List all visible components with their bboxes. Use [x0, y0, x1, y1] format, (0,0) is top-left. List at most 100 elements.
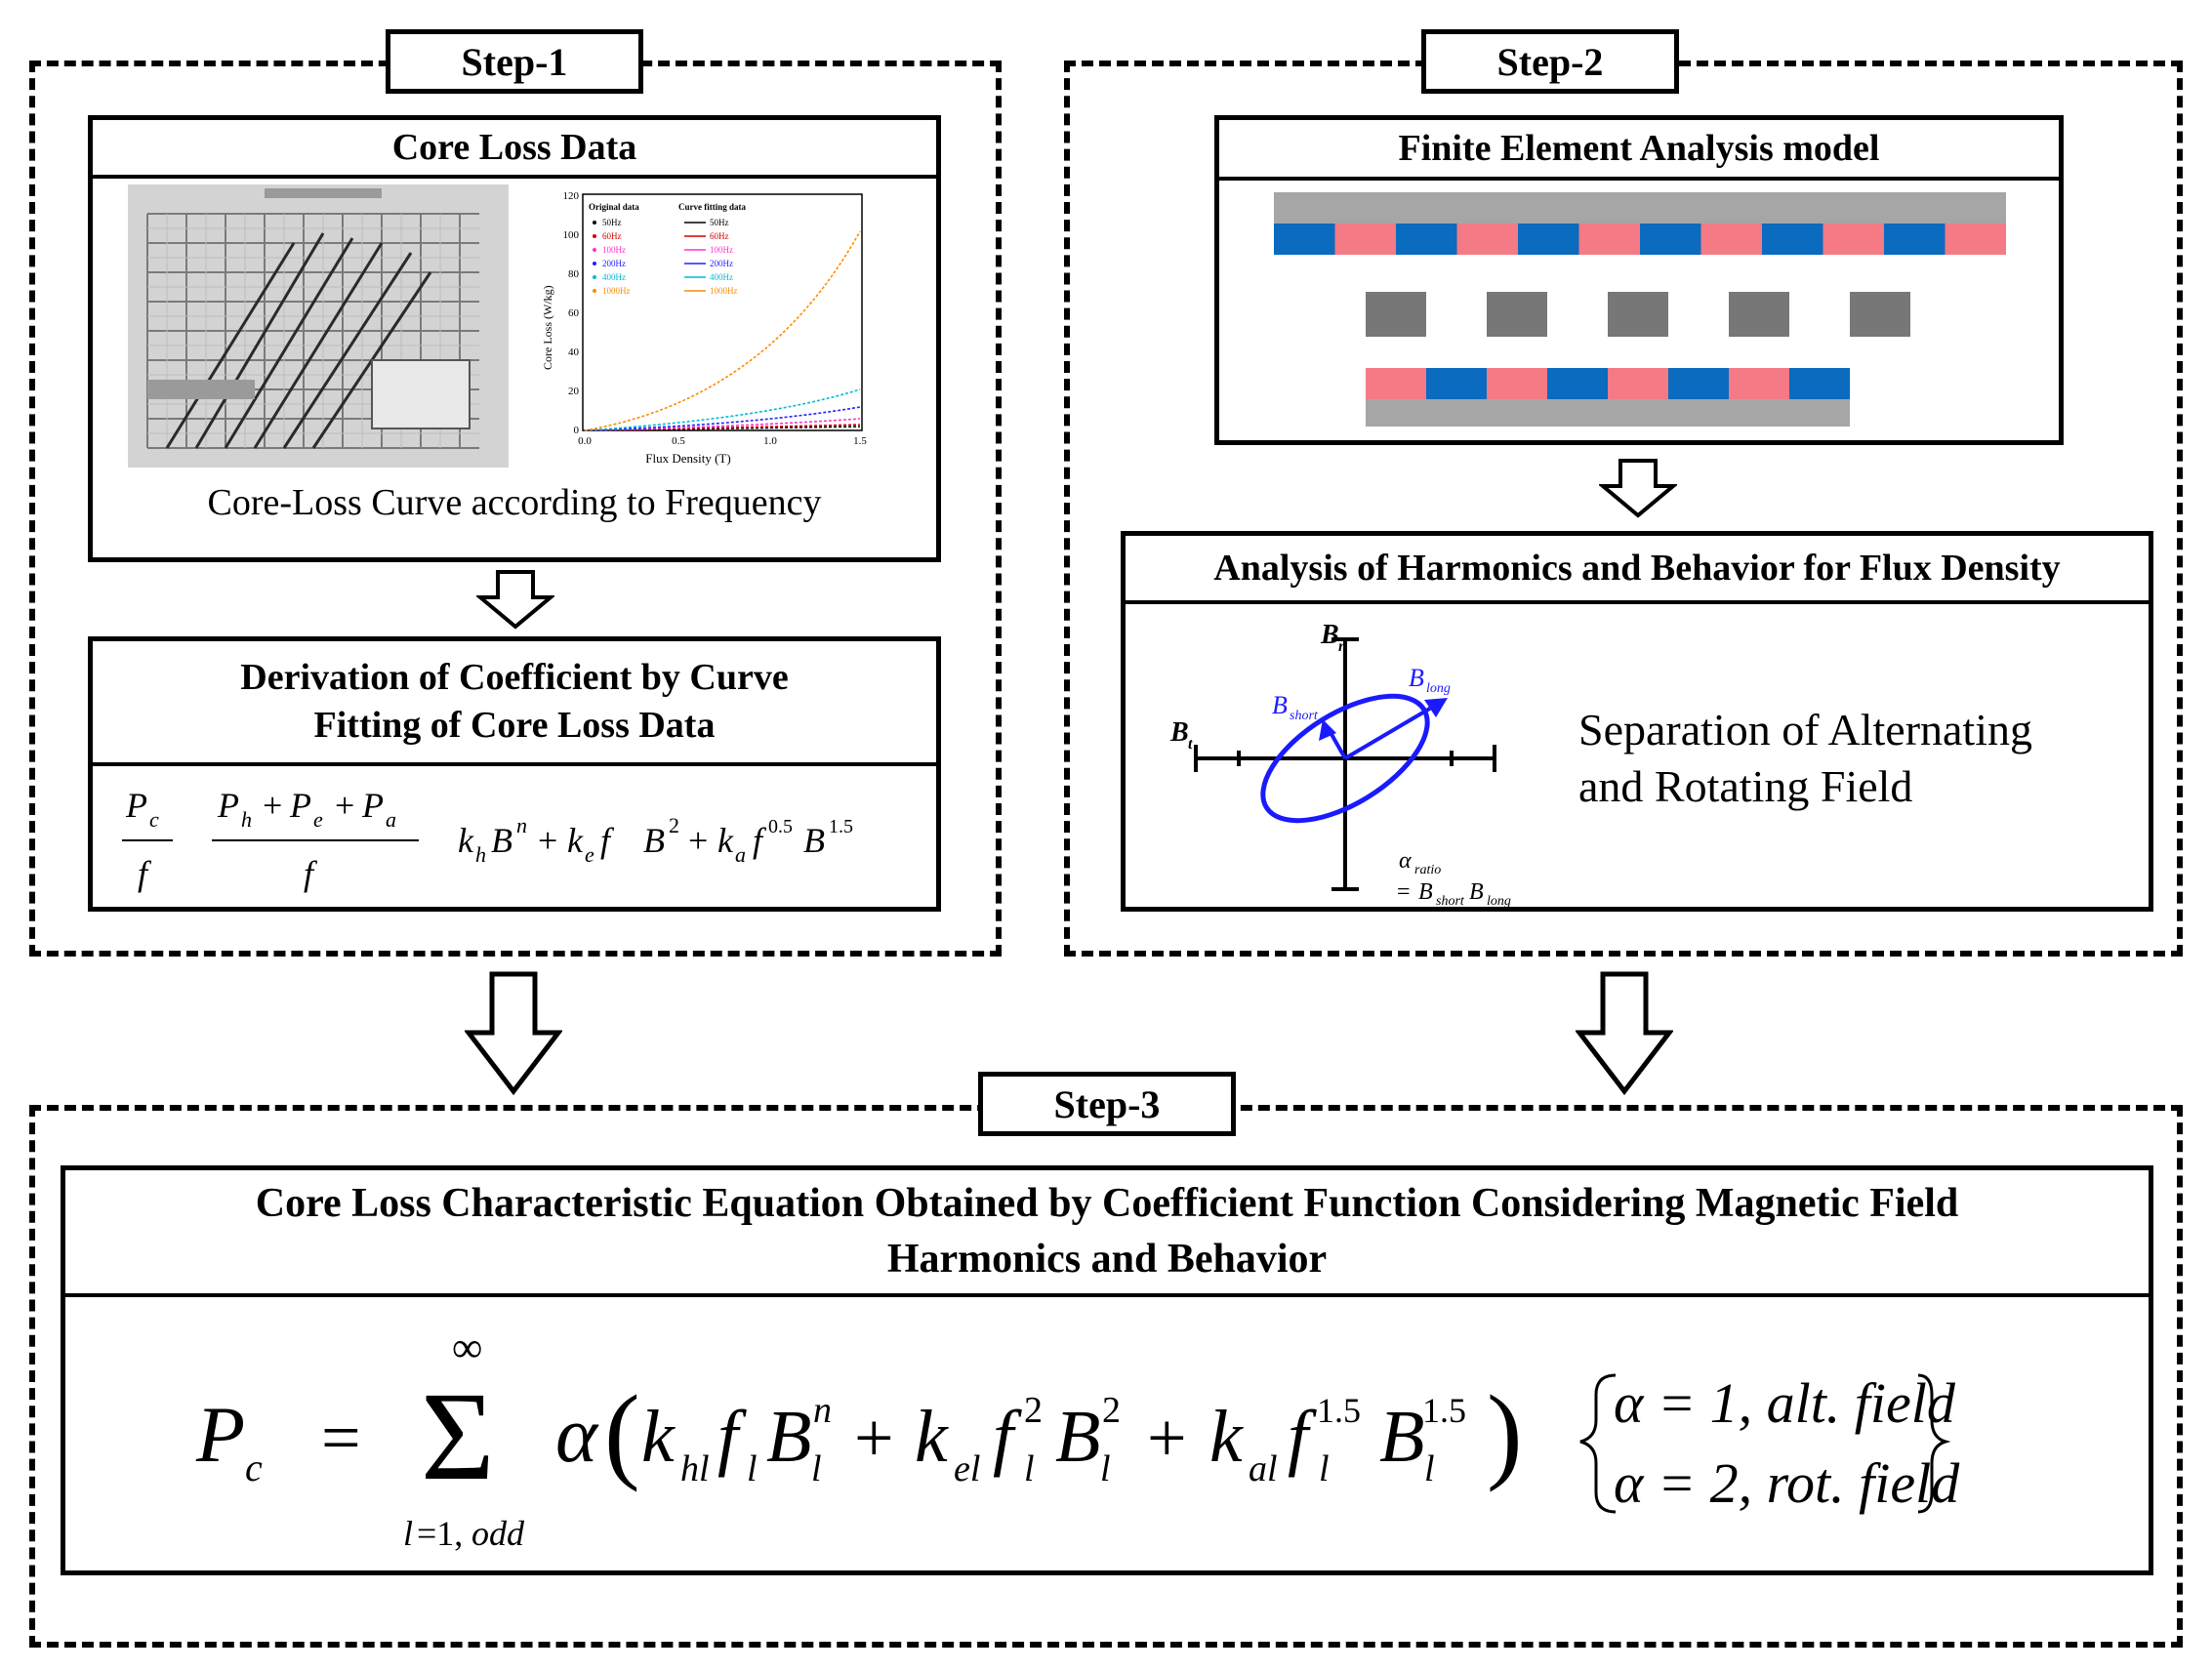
harmonics-box: Analysis of Harmonics and Behavior for F… — [1121, 531, 2153, 912]
down-arrow-icon — [476, 570, 554, 630]
legend-fit-4: 400Hz — [710, 272, 733, 282]
svg-text:l: l — [747, 1448, 758, 1489]
svg-text:): ) — [1487, 1373, 1523, 1492]
ytick-40: 40 — [568, 346, 580, 358]
separation-text-line1: Separation of Alternating — [1578, 705, 2032, 754]
svg-text:0.5: 0.5 — [768, 816, 793, 837]
svg-text:t: t — [1188, 736, 1193, 753]
svg-text:B: B — [491, 821, 512, 860]
svg-text:el: el — [954, 1448, 980, 1489]
svg-text:1.5: 1.5 — [1317, 1391, 1361, 1430]
svg-text:f: f — [993, 1396, 1022, 1478]
svg-text:B: B — [1272, 691, 1288, 719]
ytick-0: 0 — [574, 425, 580, 436]
coefficient-box: Derivation of Coefficient by Curve Fitti… — [88, 636, 941, 912]
svg-text:2: 2 — [1024, 1390, 1043, 1431]
down-arrow-icon — [465, 971, 562, 1096]
svg-text:=1,: =1, — [417, 1514, 463, 1553]
svg-text:f: f — [138, 854, 152, 893]
svg-text:B: B — [1169, 717, 1189, 748]
step2-label: Step-2 — [1421, 29, 1679, 94]
ytick-60: 60 — [568, 307, 580, 319]
svg-text:P: P — [361, 786, 384, 825]
svg-text:n: n — [516, 813, 527, 837]
svg-text:k: k — [915, 1396, 949, 1478]
svg-text:a: a — [735, 842, 746, 867]
characteristic-equation-box: Core Loss Characteristic Equation Obtain… — [61, 1165, 2153, 1575]
svg-text:+: + — [538, 821, 557, 860]
separation-text: Separation of Alternating and Rotating F… — [1578, 702, 2032, 814]
plot-xlabel: Flux Density (T) — [645, 451, 730, 466]
fea-model-diagram — [1274, 192, 2006, 427]
svg-text:f: f — [717, 1396, 747, 1478]
svg-text:+: + — [263, 786, 282, 825]
xtick-10: 1.0 — [763, 435, 777, 447]
svg-text:k: k — [567, 821, 584, 860]
core-loss-fit-plot: Core Loss (W/kg) Flux Density (T) 0 20 4… — [542, 190, 867, 466]
svg-text:f: f — [753, 821, 767, 860]
legend-orig-2: 100Hz — [602, 245, 626, 255]
step3-title-line1: Core Loss Characteristic Equation Obtain… — [255, 1181, 1959, 1227]
plot-ylabel: Core Loss (W/kg) — [542, 285, 554, 370]
legend-fit-1: 60Hz — [710, 231, 729, 241]
svg-text:+: + — [854, 1399, 894, 1477]
xtick-15: 1.5 — [853, 435, 867, 447]
svg-text:odd: odd — [471, 1514, 525, 1553]
svg-text:long: long — [1487, 894, 1511, 907]
svg-text:B: B — [1055, 1396, 1100, 1478]
svg-text:P: P — [125, 786, 147, 825]
ytick-120: 120 — [563, 190, 580, 202]
svg-text:B: B — [1409, 664, 1424, 692]
harmonics-title: Analysis of Harmonics and Behavior for F… — [1126, 536, 2149, 604]
svg-text:Σ: Σ — [421, 1366, 495, 1507]
svg-text:P: P — [195, 1390, 245, 1479]
case-alternating: α = 1, alt. field — [1614, 1371, 1956, 1435]
step3-label: Step-3 — [978, 1072, 1236, 1136]
case-rotating: α = 2, rot. field — [1614, 1451, 1960, 1515]
svg-text:l: l — [403, 1514, 413, 1553]
step3-title: Core Loss Characteristic Equation Obtain… — [65, 1170, 2149, 1297]
down-arrow-icon — [1576, 971, 1673, 1096]
down-arrow-icon — [1599, 459, 1677, 518]
legend-fit-3: 200Hz — [710, 259, 733, 268]
step1-label: Step-1 — [386, 29, 643, 94]
svg-text:1.5: 1.5 — [1422, 1391, 1466, 1430]
step3-title-line2: Harmonics and Behavior — [886, 1237, 1328, 1282]
svg-text:l: l — [811, 1448, 822, 1489]
svg-text:hl: hl — [680, 1448, 710, 1489]
svg-text:f: f — [1288, 1396, 1317, 1478]
svg-text:B: B — [1418, 879, 1433, 905]
svg-text:l: l — [1319, 1448, 1330, 1489]
legend-orig-5: 1000Hz — [602, 286, 631, 296]
svg-text:k: k — [641, 1396, 676, 1478]
svg-text:a: a — [386, 807, 396, 832]
svg-text:=: = — [1397, 879, 1411, 905]
svg-text:+: + — [1147, 1399, 1187, 1477]
ytick-80: 80 — [568, 268, 580, 280]
svg-text:2: 2 — [669, 813, 679, 837]
legend-orig-3: 200Hz — [602, 259, 626, 268]
svg-text:k: k — [458, 821, 474, 860]
svg-text:k: k — [1209, 1396, 1244, 1478]
svg-text:l: l — [1100, 1448, 1111, 1489]
loss-chart-scan — [128, 184, 509, 468]
svg-text:P: P — [289, 786, 311, 825]
xtick-05: 0.5 — [672, 435, 685, 447]
core-loss-caption: Core-Loss Curve according to Frequency — [207, 482, 822, 523]
svg-text:k: k — [717, 821, 734, 860]
legend-fit-0: 50Hz — [710, 218, 729, 227]
svg-text:=: = — [321, 1399, 361, 1477]
legend-fit-5: 1000Hz — [710, 286, 738, 296]
legend-header-original: Original data — [589, 202, 639, 212]
legend-fit-2: 100Hz — [710, 245, 733, 255]
svg-text:f: f — [600, 821, 615, 860]
coefficient-title-line1: Derivation of Coefficient by Curve — [240, 656, 789, 698]
svg-text:l: l — [1024, 1448, 1035, 1489]
svg-text:B: B — [1320, 620, 1339, 650]
svg-text:α: α — [1399, 848, 1412, 874]
svg-text:ratio: ratio — [1414, 863, 1441, 877]
svg-text:B: B — [1379, 1396, 1424, 1478]
core-loss-data-box: Core Loss Data Core Loss (W/kg) — [88, 115, 941, 562]
svg-text:short: short — [1290, 709, 1319, 723]
